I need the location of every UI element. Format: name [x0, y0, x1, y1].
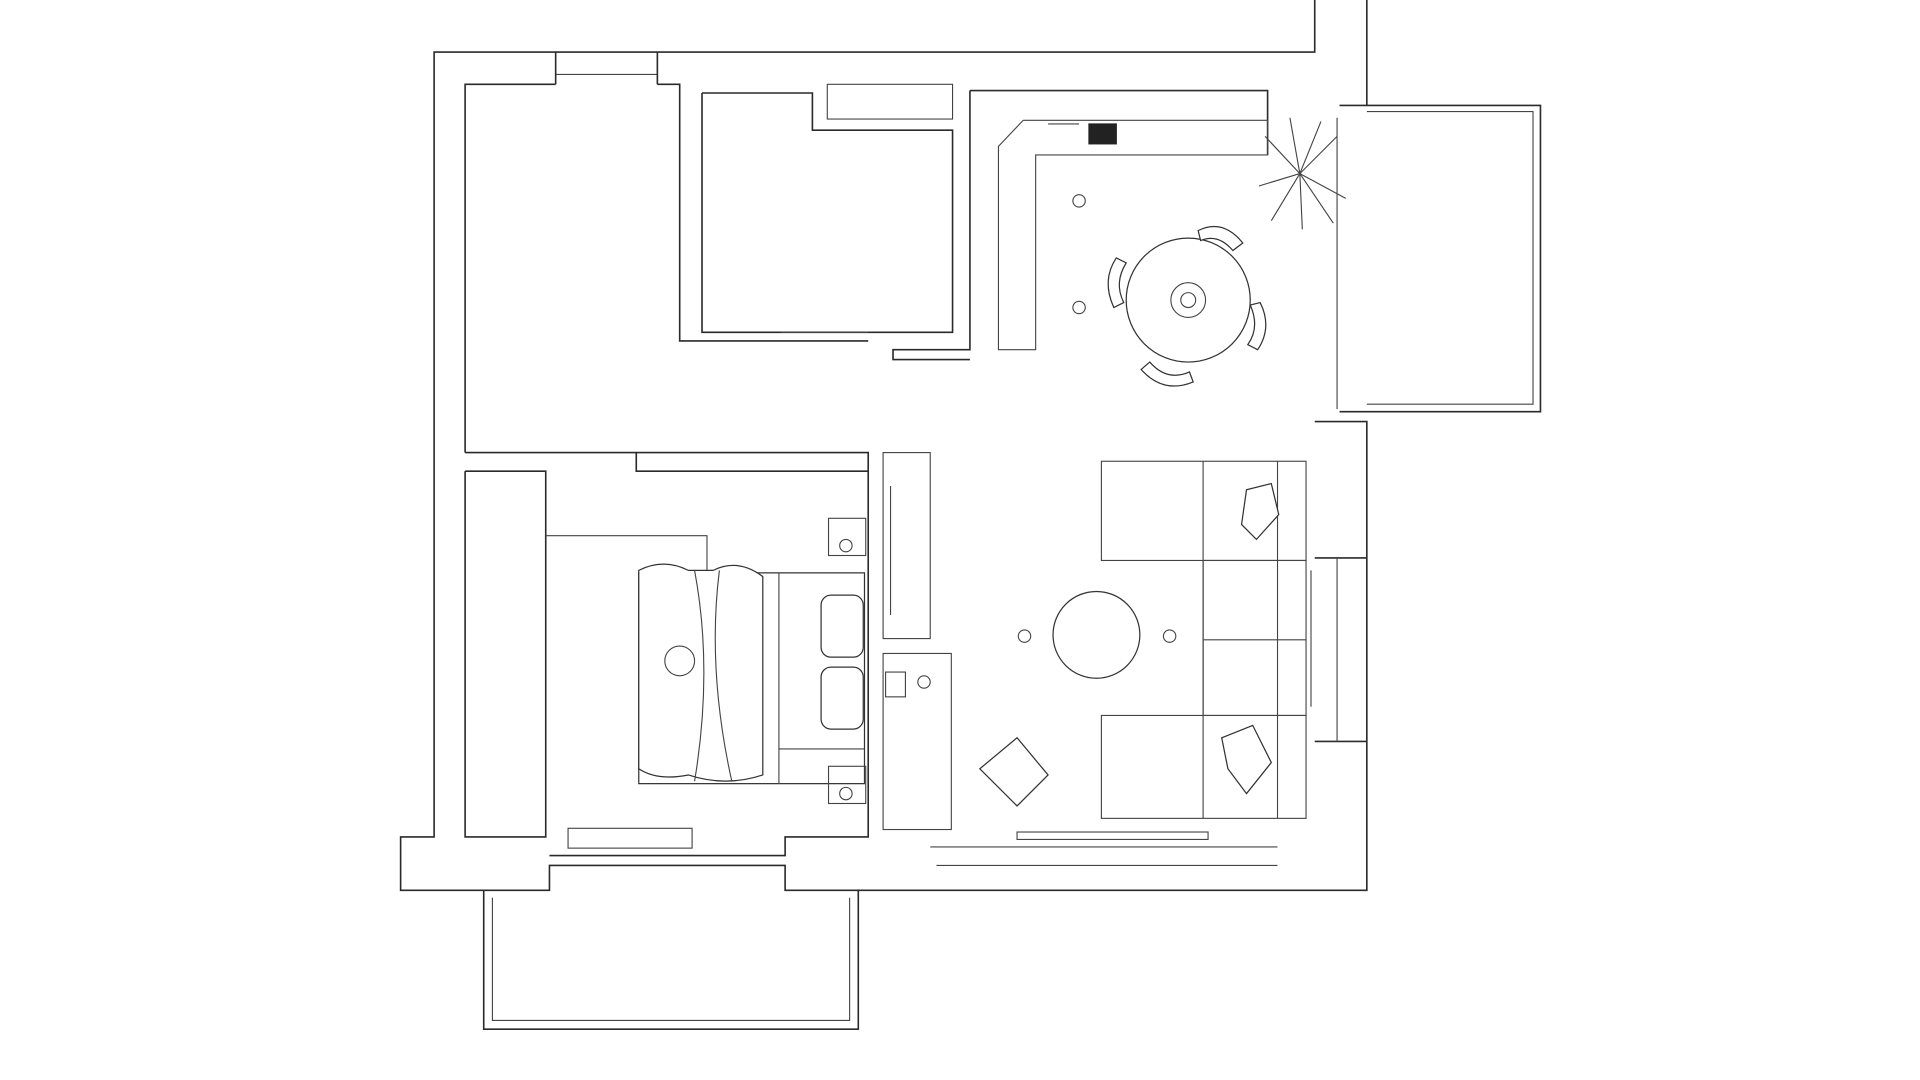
dining-chair: [1197, 225, 1244, 252]
desk: [882, 652, 952, 831]
balcony-bottom: [482, 890, 860, 1030]
dining-chair: [1246, 301, 1267, 351]
cushion: [1220, 724, 1273, 795]
nightstand: [827, 517, 867, 557]
wardrobe: [882, 452, 931, 640]
bedroom: [545, 452, 931, 857]
exterior-walls: [399, 0, 1368, 892]
kitchen: [892, 89, 1269, 361]
coffee-table: [1052, 590, 1141, 679]
balcony-right: [1314, 104, 1542, 743]
living-area: [882, 460, 1312, 867]
dining-chair: [1140, 361, 1194, 387]
pillow: [820, 594, 864, 658]
sofa-section: [1100, 714, 1307, 819]
dining-chair: [1107, 257, 1128, 309]
armchair: [978, 736, 1049, 807]
dining-area: [1072, 194, 1267, 387]
nightstand: [827, 765, 867, 805]
pillow: [820, 666, 864, 730]
plant: [1258, 117, 1347, 230]
bathroom: [701, 83, 954, 334]
dining-table: [1125, 237, 1251, 363]
cushion: [1240, 482, 1280, 541]
